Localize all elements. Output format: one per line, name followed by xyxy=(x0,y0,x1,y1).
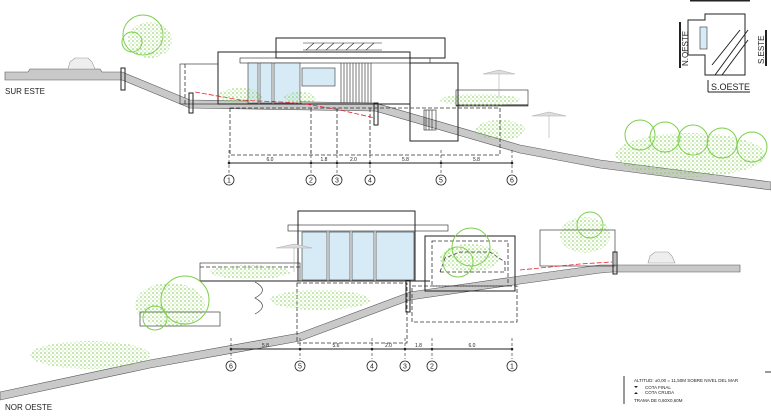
section-label: NOR OESTE xyxy=(5,403,52,412)
dimension-tick xyxy=(370,347,374,351)
grid-axis-bubble xyxy=(225,360,237,372)
key-plan-label-s-oeste: S.OESTE xyxy=(711,82,750,92)
dimension-label: 1.8 xyxy=(415,343,422,349)
dimension-tick xyxy=(510,347,514,351)
grid-axis-label: 6 xyxy=(510,178,514,185)
dimension-label: 2.0 xyxy=(350,157,357,163)
dimension-tick xyxy=(368,161,372,165)
grid-axis-bubble xyxy=(399,360,411,372)
shrub xyxy=(615,133,765,177)
grid-axis-label: 2 xyxy=(309,178,313,185)
shrub xyxy=(135,283,205,327)
grid-axis-bubble xyxy=(331,174,343,186)
shrub xyxy=(270,290,370,310)
shrub xyxy=(218,88,262,104)
grid-axis-bubble xyxy=(366,360,378,372)
grid-axis-label: 2 xyxy=(430,364,434,371)
dimension-tick xyxy=(298,347,302,351)
grid-axis-label: 3 xyxy=(403,364,407,371)
retaining-wall xyxy=(188,92,194,114)
dimension-tick xyxy=(430,347,434,351)
grid-axis-bubble xyxy=(223,174,235,186)
grid-axis-label: 5 xyxy=(439,178,443,185)
rough-level-icon xyxy=(634,392,638,394)
grid-axis-bubble xyxy=(305,174,317,186)
spiral-stair xyxy=(254,281,263,315)
legend-altitude: ALTITUD: ±0,00 = 11,50M SOBRE NIVEL DEL … xyxy=(634,378,739,383)
grid-axis-bubble xyxy=(435,174,447,186)
shrub xyxy=(128,22,172,58)
pergola xyxy=(303,42,382,51)
dimension-label: 1.8 xyxy=(321,157,328,163)
grid-axis-label: 3 xyxy=(335,178,339,185)
dimension-label: 2.0 xyxy=(385,343,392,349)
grid-axis-bubble xyxy=(506,174,518,186)
dimension-tick xyxy=(510,161,514,165)
dimension-tick xyxy=(309,161,313,165)
foundation-outline xyxy=(229,107,501,156)
terrain xyxy=(4,68,771,191)
vertical-louvers xyxy=(340,63,372,103)
final-level-icon xyxy=(634,386,638,388)
car-icon xyxy=(647,251,676,264)
shrub xyxy=(210,265,290,279)
grid-axis-label: 5 xyxy=(298,364,302,371)
shrub xyxy=(560,217,610,253)
grid-axis-bubble xyxy=(364,174,376,186)
legend-grid: TRAMA DE 0,60X0,60M xyxy=(634,398,683,403)
terrain xyxy=(0,264,741,401)
foundation-outline xyxy=(411,285,518,323)
key-plan-label-n-oeste: N.OESTE xyxy=(681,31,690,66)
grid-axis-bubble xyxy=(506,360,518,372)
dimension-tick xyxy=(227,161,231,165)
dimension-tick xyxy=(229,347,233,351)
grid-axis-label: 4 xyxy=(370,364,374,371)
grid-axis-label: 4 xyxy=(368,178,372,185)
grid-axis-bubble xyxy=(426,360,438,372)
dimension-label: 6.0 xyxy=(469,343,476,349)
shrub xyxy=(475,120,525,140)
umbrella-icon xyxy=(531,111,567,138)
legend-rough-level: COTA CRUDA xyxy=(645,390,674,395)
grid-axis-top: 1 6.0 2 1.8 3 2.0 4 5.8 5 5.8 6 xyxy=(223,150,518,186)
foundation-outline xyxy=(296,282,408,344)
key-plan-label-s-este: S.ESTE xyxy=(757,36,766,64)
dimension-label: 5.8 xyxy=(262,343,269,349)
grid-axis-label: 6 xyxy=(229,364,233,371)
section-label: SUR ESTE xyxy=(5,87,45,96)
car-icon xyxy=(67,57,96,70)
umbrella-icon xyxy=(275,243,313,272)
shrub xyxy=(284,92,316,104)
shrub xyxy=(440,244,500,272)
dimension-label: 5.8 xyxy=(473,157,480,163)
grid-axis-bottom: 6 5.8 5 5.6 4 2.0 3 1.8 2 6.0 1 xyxy=(225,338,518,372)
dimension-tick xyxy=(403,347,407,351)
shrub xyxy=(440,94,520,106)
legend-final-level: COTA FINAL xyxy=(645,385,671,390)
section-sur-este: 1 6.0 2 1.8 3 2.0 4 5.8 5 5.8 6 SUR ESTE xyxy=(4,14,771,191)
house-elevation xyxy=(179,37,567,142)
retaining-wall xyxy=(373,102,379,126)
dimension-label: 6.0 xyxy=(267,157,274,163)
shrub xyxy=(30,341,150,369)
dimension-tick xyxy=(439,161,443,165)
legend: ALTITUD: ±0,00 = 11,50M SOBRE NIVEL DEL … xyxy=(623,371,771,404)
natural-ground-line xyxy=(519,261,613,271)
dimension-label: 5.8 xyxy=(402,157,409,163)
grid-axis-label: 1 xyxy=(227,178,231,185)
retaining-wall xyxy=(120,67,126,91)
house-elevation xyxy=(199,210,616,315)
section-nor-oeste: 6 5.8 5 5.6 4 2.0 3 1.8 2 6.0 1 NOR OESTE xyxy=(0,210,741,412)
dimension-label: 5.6 xyxy=(333,343,340,349)
umbrella-icon xyxy=(482,69,516,98)
key-plan: N.OESTE S.ESTE S.OESTE xyxy=(679,0,767,93)
grid-axis-label: 1 xyxy=(510,364,514,371)
grid-axis-bubble xyxy=(294,360,306,372)
dimension-tick xyxy=(335,161,339,165)
